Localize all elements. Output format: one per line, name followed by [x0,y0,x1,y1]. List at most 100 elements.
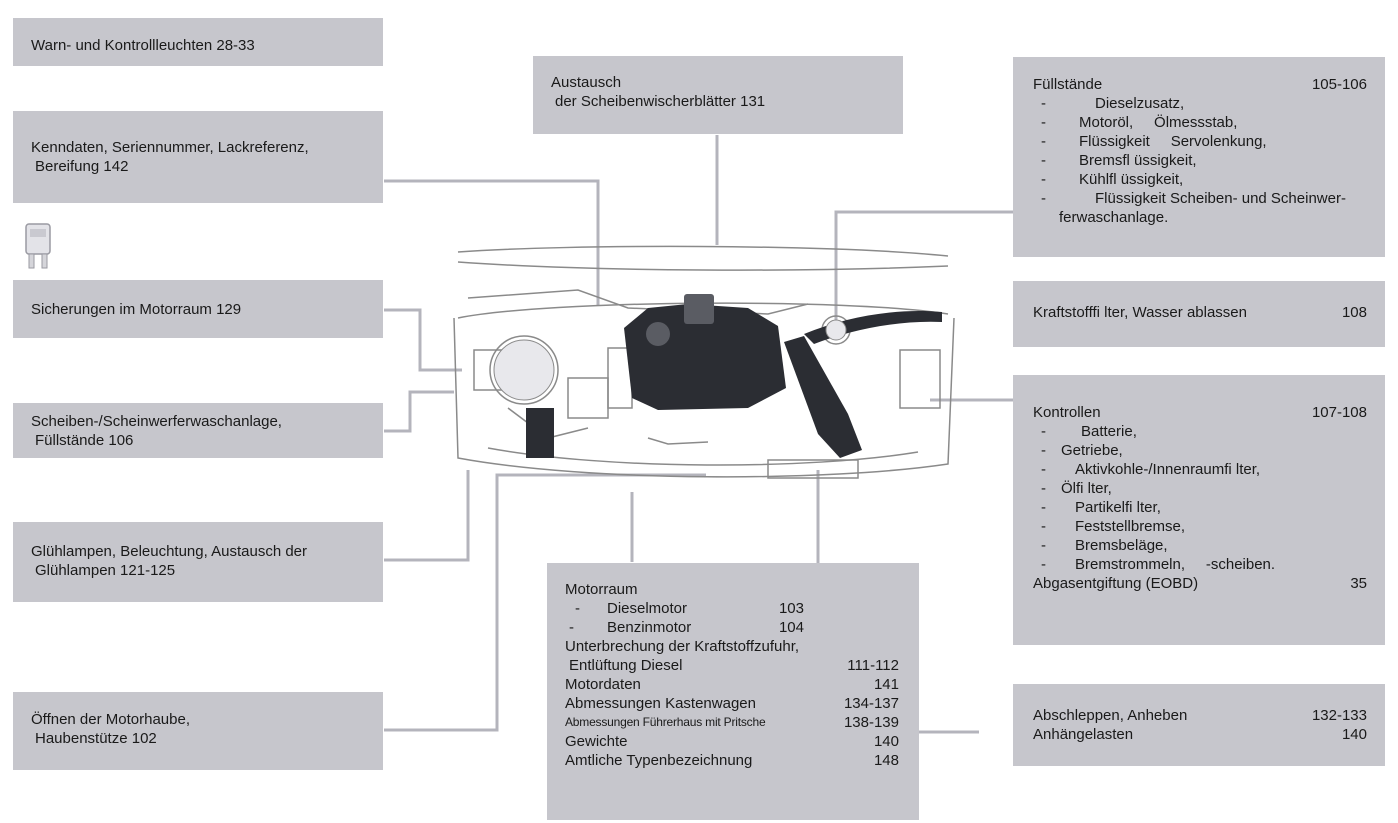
item-text: Feststellbremse, [1075,518,1186,535]
list-item: - Motoröl, Ölmessstab, [1033,113,1367,132]
wischer-box: Austausch der Scheibenwischerblätter 131 [533,56,903,134]
motorraum-box: Motorraum - Dieselmotor 103 - Benzinmoto… [547,563,919,820]
kraftstoff-page: 108 [1341,304,1367,321]
scheiben-line1: Scheiben-/Scheinwerferwaschanlage, [31,413,282,430]
list-item: - Aktivkohle-/Innenraumfi lter, [1033,460,1367,479]
fuellstaende-header: Füllstände 105-106 [1033,75,1367,94]
wischer-line1: Austausch [551,74,622,91]
row-label: Entlüftung Diesel [569,657,683,674]
motorraum-sub-row: - Dieselmotor 103 [565,599,899,618]
warn-box: Warn- und Kontrollleuchten 28-33 [13,18,383,66]
gluehlampen-box: Glühlampen, Beleuchtung, Austausch der G… [13,522,383,602]
item-text: Ölfi lter, [1061,480,1112,497]
list-item: - Flüssigkeit Scheiben- und Scheinwer- [1033,189,1367,208]
dash: - [569,619,574,636]
wischer-line2: der Scheibenwischerblätter 131 [555,93,766,110]
item-text: Bremsfl üssigkeit, [1079,152,1197,169]
dash: - [1041,442,1046,459]
item-text: Kühlfl üssigkeit, [1079,171,1184,188]
abschleppen-row: Anhängelasten 140 [1033,725,1367,744]
item-text: Motoröl, Ölmessstab, [1079,114,1238,131]
row-page: 111-112 [847,657,899,674]
item-text: Aktivkohle-/Innenraumfi lter, [1075,461,1261,478]
row-label: Abmessungen Kastenwagen [565,695,756,712]
list-item: - Feststellbremse, [1033,517,1367,536]
motorraum-sub-row: - Benzinmotor 104 [565,618,899,637]
dash: - [1041,480,1046,497]
fuellstaende-tail: ferwaschanlage. [1059,209,1169,226]
item-text: Flüssigkeit Scheiben- und Scheinwer- [1095,190,1346,207]
kontrollen-page: 107-108 [1311,404,1367,421]
fuellstaende-page: 105-106 [1311,76,1367,93]
dash: - [1041,133,1046,150]
motorraum-row: Gewichte 140 [565,732,899,751]
fuse-icon [25,223,51,269]
dash: - [1041,537,1046,554]
dash: - [1041,190,1046,207]
dash: - [1041,423,1046,440]
item-text: Flüssigkeit Servolenkung, [1079,133,1267,150]
motorraum-row: Entlüftung Diesel 111-112 [565,656,899,675]
row-label: Anhängelasten [1033,726,1134,743]
dieselmotor-label: Dieselmotor [607,600,688,617]
list-item: - Bremsfl üssigkeit, [1033,151,1367,170]
row-page: 140 [1341,726,1367,743]
dash: - [1041,171,1046,188]
dash: - [1041,114,1046,131]
unterbrechung-line: Unterbrechung der Kraftstoffzufuhr, [565,638,800,655]
list-item: - Ölfi lter, [1033,479,1367,498]
motorraum-row: Abmessungen Führerhaus mit Pritsche 138-… [565,713,899,732]
list-item: - Bremstrommeln, -scheiben. [1033,555,1367,574]
benzinmotor-label: Benzinmotor [607,619,692,636]
list-item: - Bremsbeläge, [1033,536,1367,555]
engine-bay-illustration [453,245,955,479]
kenndaten-box: Kenndaten, Seriennummer, Lackreferenz, B… [13,111,383,203]
sicherungen-box: Sicherungen im Motorraum 129 [13,280,383,338]
dash: - [1041,518,1046,535]
scheiben-line2: Füllstände 106 [35,432,134,449]
abschleppen-box: Abschleppen, Anheben 132-133 Anhängelast… [1013,684,1385,766]
motorhaube-line1: Öffnen der Motorhaube, [31,711,190,728]
dash: - [575,600,580,617]
dash: - [1041,556,1046,573]
sicherungen-text: Sicherungen im Motorraum 129 [31,301,242,318]
dash: - [1041,499,1046,516]
row-page: 141 [873,676,899,693]
motorraum-title: Motorraum [565,581,638,598]
row-page: 138-139 [843,714,899,731]
dash: - [1041,461,1046,478]
list-item: - Flüssigkeit Servolenkung, [1033,132,1367,151]
row-label: Gewichte [565,733,628,750]
list-item: - Getriebe, [1033,441,1367,460]
list-item: - Partikelfi lter, [1033,498,1367,517]
kraftstoff-box: Kraftstofffi lter, Wasser ablassen 108 [1013,281,1385,347]
motorhaube-line2: Haubenstütze 102 [35,730,157,747]
kraftstoff-row: Kraftstofffi lter, Wasser ablassen 108 [1033,303,1367,322]
list-item: - Kühlfl üssigkeit, [1033,170,1367,189]
fuellstaende-title: Füllstände [1033,76,1103,93]
motorraum-row: Abmessungen Kastenwagen 134-137 [565,694,899,713]
kontrollen-footer: Abgasentgiftung (EOBD) 35 [1033,574,1367,593]
list-item: - Dieselzusatz, [1033,94,1367,113]
item-text: Batterie, [1081,423,1137,440]
dieselmotor-page: 103 [778,600,804,617]
dash: - [1041,152,1046,169]
row-label: Abmessungen Führerhaus mit Pritsche [565,715,766,729]
item-text: Partikelfi lter, [1075,499,1161,516]
row-label: Motordaten [565,676,641,693]
item-text: Dieselzusatz, [1095,95,1185,112]
fuellstaende-box: Füllstände 105-106 - Dieselzusatz, - Mot… [1013,57,1385,257]
motorraum-row: Amtliche Typenbezeichnung 148 [565,751,899,770]
dash: - [1041,95,1046,112]
abschleppen-row: Abschleppen, Anheben 132-133 [1033,706,1367,725]
gluehlampen-line1: Glühlampen, Beleuchtung, Austausch der [31,543,308,560]
row-page: 148 [873,752,899,769]
item-text: Bremstrommeln, -scheiben. [1075,556,1276,573]
kontrollen-box: Kontrollen 107-108 - Batterie, - Getrieb… [1013,375,1385,645]
motorhaube-box: Öffnen der Motorhaube, Haubenstütze 102 [13,692,383,770]
eobd-page: 35 [1350,575,1367,592]
scheiben-box: Scheiben-/Scheinwerferwaschanlage, Fülls… [13,403,383,458]
gluehlampen-line2: Glühlampen 121-125 [35,562,176,579]
list-item: - Batterie, [1033,422,1367,441]
warn-text: Warn- und Kontrollleuchten 28-33 [31,37,255,54]
